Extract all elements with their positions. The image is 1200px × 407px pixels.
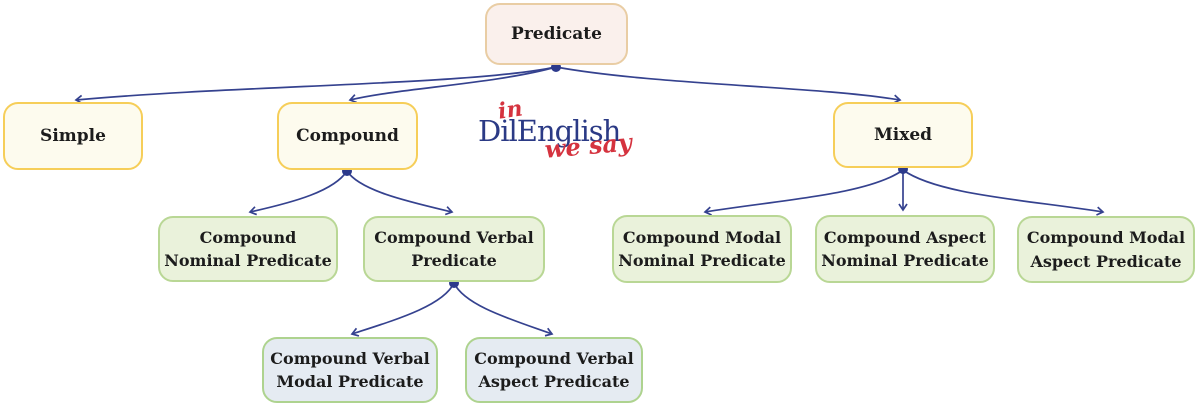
logo-word-dilenglish: DilEnglish — [478, 114, 621, 148]
node-label-line2: Modal Predicate — [276, 372, 424, 391]
node-label-line2: Nominal Predicate — [821, 251, 989, 270]
node-label-line2: Aspect Predicate — [1030, 251, 1182, 271]
node-compound-verbal-modal-predicate: Compound Verbal Modal Predicate — [262, 337, 438, 403]
node-compound-aspect-nominal-predicate: Compound Aspect Nominal Predicate — [815, 215, 995, 283]
node-label-line2: Aspect Predicate — [478, 372, 630, 391]
edge-mixed-modal-aspect — [902, 169, 1105, 216]
edge-compound-verbal — [346, 170, 454, 216]
node-label-line1: Compound Modal — [1026, 228, 1186, 248]
node-predicate: Predicate — [485, 3, 628, 65]
node-label: Predicate — [511, 23, 602, 44]
node-label-line2: Predicate — [411, 251, 497, 270]
node-label-line1: Compound Verbal — [374, 227, 534, 247]
node-compound-verbal-predicate: Compound Verbal Predicate — [363, 216, 545, 282]
node-label: Compound — [296, 125, 399, 146]
edge-compound-nominal — [248, 170, 348, 216]
edge-verbal-modal — [350, 282, 455, 337]
node-compound-modal-nominal-predicate: Compound Modal Nominal Predicate — [612, 215, 792, 283]
node-label-line1: Compound Verbal — [270, 348, 430, 368]
node-label-line1: Compound Aspect — [823, 227, 987, 247]
edge-mixed-modal-nominal — [703, 169, 904, 216]
node-label: Mixed — [873, 124, 933, 145]
dilenglish-logo: in DilEnglish we say — [478, 95, 642, 164]
node-compound-nominal-predicate: Compound Nominal Predicate — [158, 216, 338, 282]
node-label-line1: Compound Modal — [622, 227, 782, 247]
node-simple: Simple — [3, 102, 143, 170]
edge-verbal-aspect — [453, 282, 554, 337]
node-label: Simple — [40, 125, 106, 146]
node-label-line2: Nominal Predicate — [164, 251, 332, 270]
node-label-line1: Compound — [199, 227, 297, 247]
node-label-line1: Compound Verbal — [474, 348, 634, 368]
node-label-line2: Nominal Predicate — [618, 251, 786, 270]
node-compound-modal-aspect-predicate: Compound Modal Aspect Predicate — [1017, 216, 1195, 283]
logo-word-in: in — [496, 95, 525, 125]
node-mixed: Mixed — [833, 102, 973, 168]
node-compound-verbal-aspect-predicate: Compound Verbal Aspect Predicate — [465, 337, 643, 403]
node-compound: Compound — [277, 102, 418, 170]
